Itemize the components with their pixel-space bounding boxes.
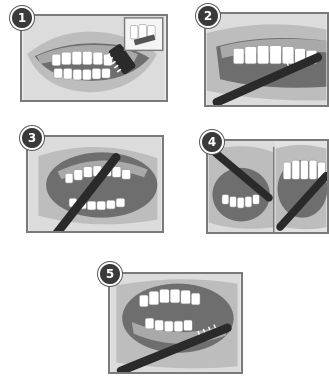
step-3-badge: 3 bbox=[20, 126, 44, 150]
step-5-panel bbox=[108, 272, 243, 374]
step-2-badge: 2 bbox=[196, 4, 220, 28]
step-1-badge: 1 bbox=[10, 6, 34, 30]
step-3-illustration bbox=[28, 137, 162, 231]
step-4-badge: 4 bbox=[200, 130, 224, 154]
step-1-illustration bbox=[22, 16, 166, 100]
step-3-panel bbox=[26, 135, 164, 233]
step-5-badge: 5 bbox=[98, 262, 122, 286]
step-2-panel bbox=[204, 12, 329, 107]
step-4-panel bbox=[206, 139, 329, 234]
step-5-illustration bbox=[110, 274, 241, 372]
step-1-panel bbox=[20, 14, 168, 102]
step-2-illustration bbox=[206, 14, 327, 105]
step-4-illustration bbox=[208, 141, 327, 232]
